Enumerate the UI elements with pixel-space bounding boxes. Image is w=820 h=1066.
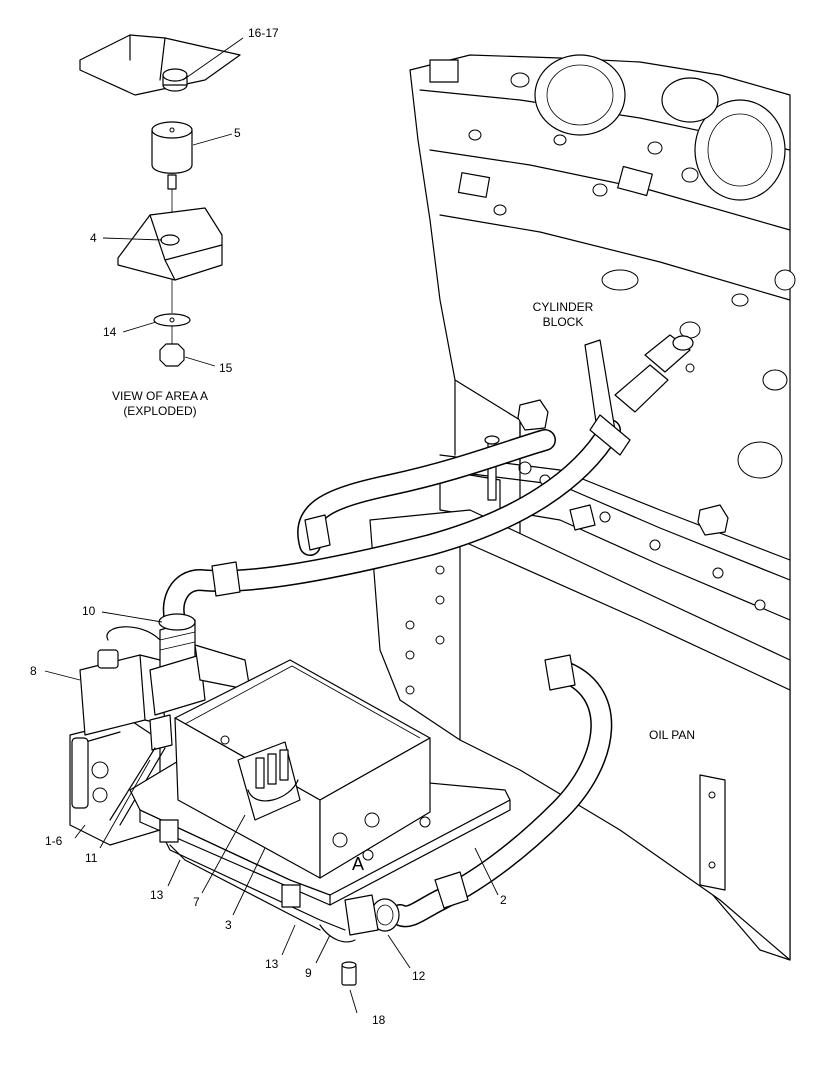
callout-2: 2 <box>500 893 507 907</box>
callout-10: 10 <box>82 604 96 618</box>
callout-13-lower: 13 <box>265 957 279 971</box>
callout-15: 15 <box>219 361 233 375</box>
exploded-view-area-a <box>79 34 241 367</box>
callout-12: 12 <box>412 969 426 983</box>
area-a-marker: A <box>352 854 364 874</box>
callout-5: 5 <box>234 126 241 140</box>
view-caption-line1: VIEW OF AREA A <box>112 389 208 403</box>
callout-8: 8 <box>30 664 37 678</box>
callout-leaders <box>44 37 499 1014</box>
control-box <box>129 659 511 906</box>
text-labels: VIEW OF AREA A (EXPLODED) CYLINDER BLOCK… <box>112 300 695 874</box>
view-caption-line2: (EXPLODED) <box>123 404 196 418</box>
cylinder-block-label-line1: CYLINDER <box>533 300 594 314</box>
block-fitting-assembly <box>569 334 695 531</box>
oil-pan-label: OIL PAN <box>649 728 695 742</box>
callout-9: 9 <box>305 966 312 980</box>
hose-routing <box>162 419 621 928</box>
callout-7: 7 <box>193 895 200 909</box>
callout-3: 3 <box>225 918 232 932</box>
callout-4: 4 <box>90 231 97 245</box>
callout-numbers: 16-17 5 4 14 15 10 8 1-6 11 13 7 3 2 13 … <box>30 26 507 1027</box>
valve-assembly <box>69 613 251 846</box>
callout-16-17: 16-17 <box>248 26 279 40</box>
cylinder-block-label-line2: BLOCK <box>543 315 584 329</box>
callout-11: 11 <box>85 851 98 865</box>
callout-1-6: 1-6 <box>45 834 63 848</box>
callout-14: 14 <box>103 325 117 339</box>
callout-13-upper: 13 <box>150 888 164 902</box>
callout-18: 18 <box>372 1013 386 1027</box>
lower-fittings <box>159 819 400 986</box>
